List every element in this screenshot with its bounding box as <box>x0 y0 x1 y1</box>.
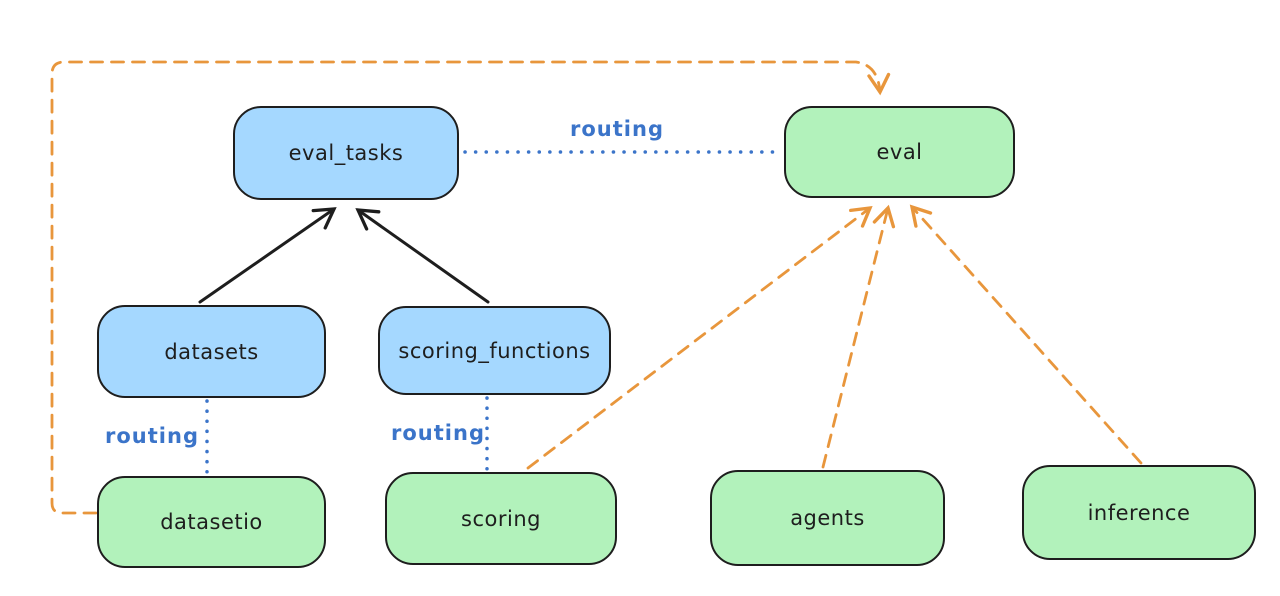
edge-datasetio-to-eval-around <box>50 60 891 515</box>
node-eval-label: eval <box>876 140 923 164</box>
edge-label-routing-eval-tasks-eval: routing <box>570 117 664 141</box>
node-datasets: datasets <box>97 305 326 398</box>
edge-scoring-to-eval <box>526 205 873 470</box>
node-scoring-label: scoring <box>461 506 541 531</box>
node-scoring: scoring <box>385 472 617 565</box>
node-scoring-functions-label: scoring_functions <box>398 338 591 363</box>
node-inference-label: inference <box>1087 500 1191 525</box>
node-datasetio: datasetio <box>97 476 326 568</box>
node-eval: eval <box>784 106 1015 198</box>
node-datasetio-label: datasetio <box>160 510 263 534</box>
edge-label-routing-scoring-functions-scoring: routing <box>391 421 485 445</box>
edge-agents-to-eval <box>821 204 896 469</box>
node-agents-label: agents <box>790 506 865 530</box>
node-eval-tasks: eval_tasks <box>233 106 459 200</box>
edge-label-routing-datasets-datasetio: routing <box>105 424 199 448</box>
node-inference: inference <box>1022 465 1256 560</box>
node-agents: agents <box>710 470 945 566</box>
edge-datasets-to-eval-tasks <box>198 207 337 304</box>
node-datasets-label: datasets <box>164 339 259 364</box>
edge-inference-to-eval <box>909 204 1143 465</box>
node-scoring-functions: scoring_functions <box>378 306 611 395</box>
edge-scoring-functions-to-eval-tasks <box>355 208 490 304</box>
node-eval-tasks-label: eval_tasks <box>288 141 404 165</box>
